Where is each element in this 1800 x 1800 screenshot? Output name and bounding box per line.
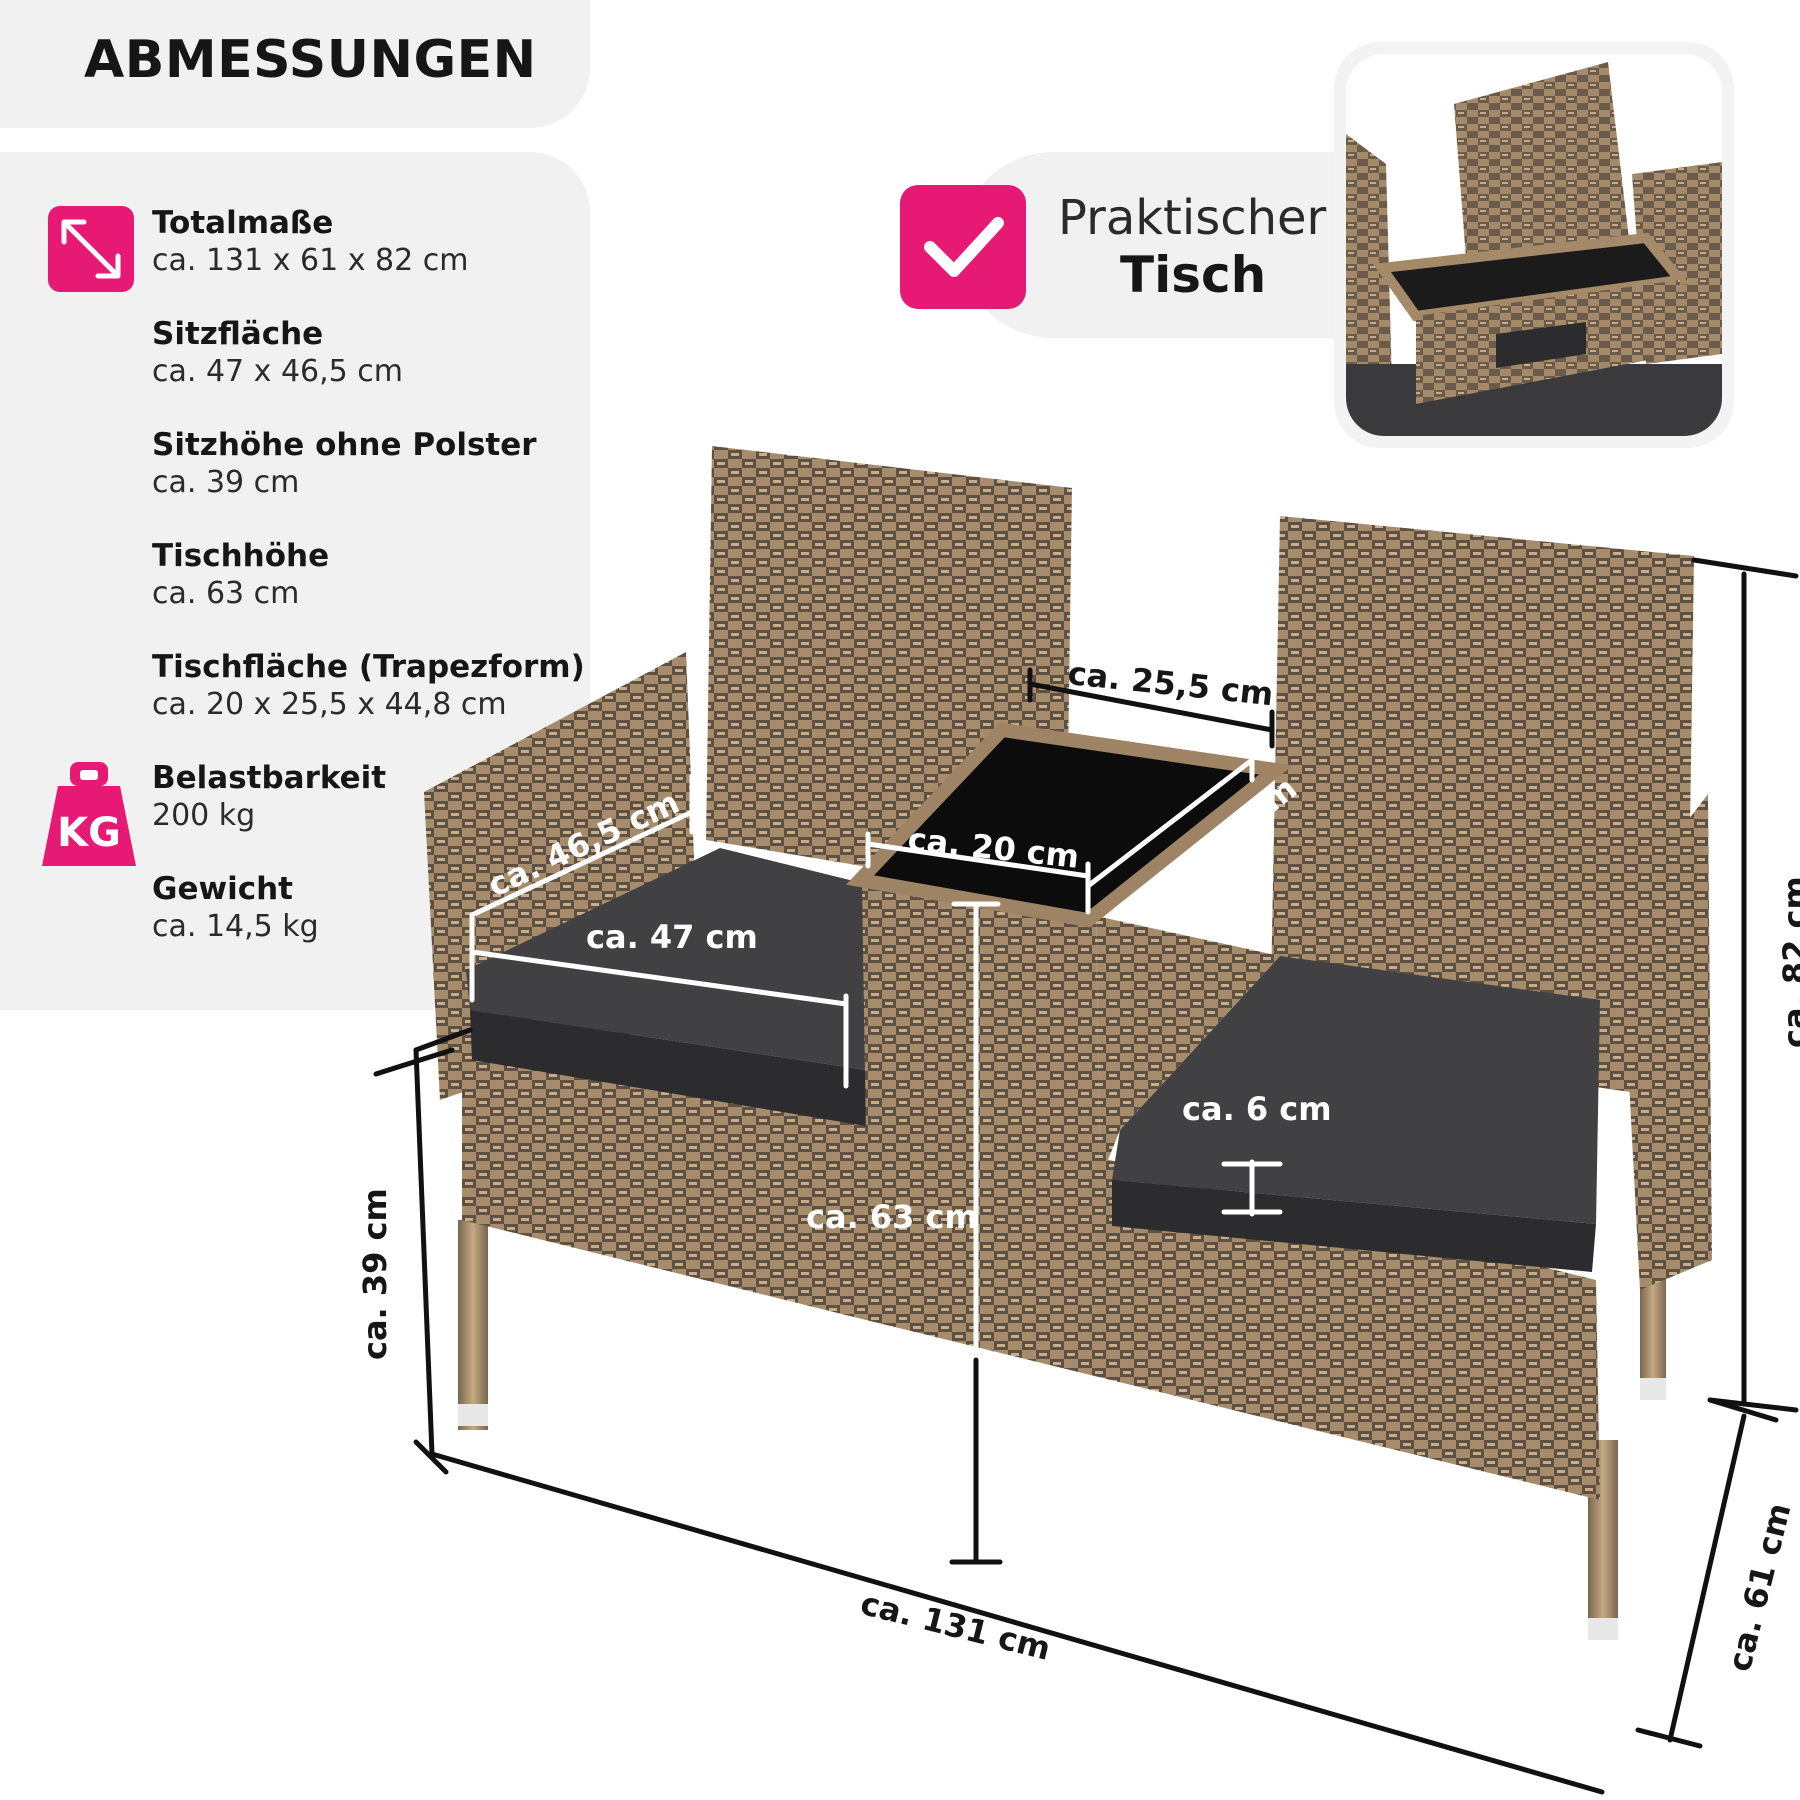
spec-load-capacity: Belastbarkeit 200 kg (152, 759, 386, 835)
spec-seat-area: Sitzfläche ca. 47 x 46,5 cm (152, 315, 403, 391)
feature-badge (960, 152, 1380, 338)
spec-value: ca. 14,5 kg (152, 909, 319, 944)
feature-title-line2: Tisch (1120, 246, 1267, 304)
table-height-label: ca. 63 cm (806, 1198, 978, 1236)
kg-icon-text: KG (57, 810, 121, 856)
spec-label: Gewicht (152, 871, 293, 907)
spec-label: Sitzfläche (152, 316, 324, 352)
spec-label: Tischhöhe (152, 538, 330, 574)
spec-weight: Gewicht ca. 14,5 kg (152, 870, 319, 946)
spec-value: ca. 63 cm (152, 576, 300, 611)
right-armrest (1620, 794, 1712, 1290)
right-backrest (1270, 516, 1694, 1100)
spec-label: Sitzhöhe ohne Polster (152, 427, 537, 463)
spec-label: Belastbarkeit (152, 760, 387, 796)
spec-value: ca. 20 x 25,5 x 44,8 cm (152, 687, 507, 722)
page-title: ABMESSUNGEN (84, 30, 537, 90)
spec-value: ca. 39 cm (152, 465, 300, 500)
left-seat-cushion (466, 848, 866, 1070)
diagonal-double-arrow-icon (48, 206, 134, 292)
seat-width-label: ca. 47 cm (586, 918, 758, 956)
spec-label: Tischfläche (Trapezform) (152, 649, 585, 685)
cushion-height-label: ca. 6 cm (1182, 1090, 1332, 1128)
spec-value: 200 kg (152, 798, 256, 833)
kg-weight-icon: KG (40, 760, 138, 866)
seat-height-label: ca. 39 cm (356, 1188, 394, 1360)
bench-frame (462, 1020, 1600, 1500)
bench-leg (458, 1220, 488, 1430)
spec-table-height: Tischhöhe ca. 63 cm (152, 537, 329, 613)
checkmark-icon (900, 185, 1026, 309)
spec-label: Totalmaße (152, 205, 334, 241)
spec-table-area: Tischfläche (Trapezform) ca. 20 x 25,5 x… (152, 648, 585, 724)
feature-title-line1: Praktischer (1058, 190, 1327, 246)
right-seat-cushion (1112, 956, 1600, 1224)
inner-dimension-lines (469, 741, 1283, 1363)
table-box (862, 884, 1100, 1180)
table-detail-photo (1334, 42, 1734, 448)
title-pill: ABMESSUNGEN (0, 0, 590, 128)
spec-total-size: Totalmaße ca. 131 x 61 x 82 cm (152, 204, 468, 280)
table-glass-top (845, 722, 1293, 928)
spec-value: ca. 131 x 61 x 82 cm (152, 243, 469, 278)
total-height-label: ca. 82 cm (1776, 876, 1800, 1048)
spec-value: ca. 47 x 46,5 cm (152, 354, 404, 389)
spec-seat-height: Sitzhöhe ohne Polster ca. 39 cm (152, 426, 537, 502)
outer-dimension-lines (373, 557, 1799, 1795)
